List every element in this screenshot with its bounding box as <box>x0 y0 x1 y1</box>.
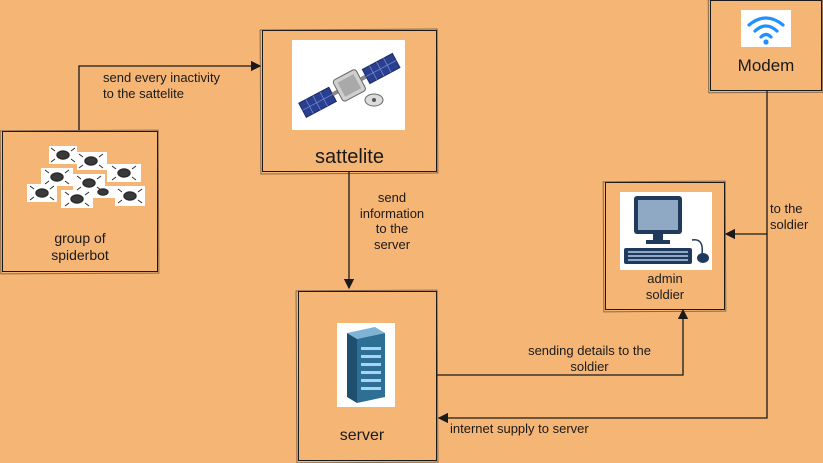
edge-server-to-admin <box>437 308 689 376</box>
edge-modem-to-admin <box>724 90 768 240</box>
edge-label-satellite-to-server: send information to the server <box>359 190 425 252</box>
satellite-node[interactable] <box>262 30 437 172</box>
admin-soldier-label: admin soldier <box>645 271 685 302</box>
edge-bot-to-satellite <box>78 60 262 130</box>
computer-icon <box>620 192 712 270</box>
modem-label: Modem <box>737 56 795 75</box>
server-label: server <box>339 427 385 444</box>
admin-soldier-node[interactable] <box>605 182 725 310</box>
spiderbot-label: group of spiderbot <box>51 230 109 263</box>
edge-label-modem-to-server: internet supply to server <box>450 421 589 436</box>
edge-modem-to-server <box>437 234 768 424</box>
edge-label-server-to-admin: sending details to the soldier <box>528 343 651 374</box>
satellite-icon <box>292 40 405 130</box>
wifi-icon <box>741 10 791 47</box>
modem-node[interactable] <box>710 0 822 91</box>
spider-robots-icon <box>27 146 145 210</box>
satellite-label: sattelite <box>315 146 384 168</box>
server-rack-icon <box>337 323 395 407</box>
spiderbot-node[interactable] <box>2 131 158 272</box>
edge-label-bot-to-satellite: send every inactivity to the sattelite <box>103 70 221 101</box>
edge-label-modem-to-admin: to the soldier <box>770 201 809 232</box>
